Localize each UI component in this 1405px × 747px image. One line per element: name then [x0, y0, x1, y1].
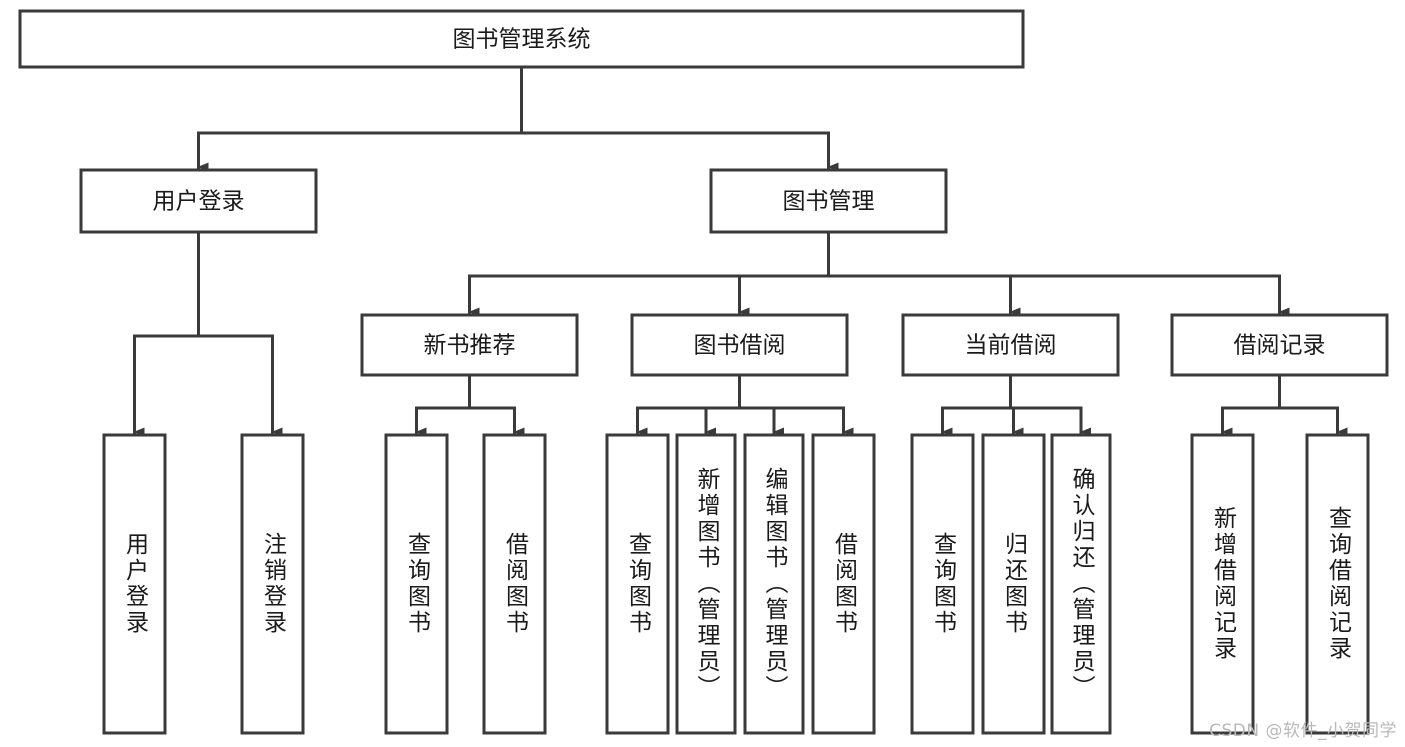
node-leaf-query-book-current[interactable]: 查询图书	[910, 433, 975, 735]
node-box-borrow-record	[1170, 313, 1389, 377]
node-label-leaf-return-book: 归还图书	[1001, 532, 1029, 636]
node-box-leaf-query-book-recommend	[384, 433, 449, 735]
node-leaf-add-borrow-record[interactable]: 新增借阅记录	[1190, 433, 1255, 735]
node-box-new-book-recommend	[360, 313, 579, 377]
node-borrow-record[interactable]: 借阅记录	[1170, 313, 1389, 377]
node-label-new-book-recommend: 新书推荐	[424, 333, 516, 359]
node-label-root: 图书管理系统	[453, 27, 591, 53]
node-book-borrow[interactable]: 图书借阅	[630, 313, 849, 377]
node-leaf-add-book-admin[interactable]: 新增图书（管理员）	[675, 433, 737, 735]
node-leaf-query-book-recommend[interactable]: 查询图书	[384, 433, 449, 735]
nodes-layer: 图书管理系统用户登录图书管理新书推荐图书借阅当前借阅借阅记录用户登录注销登录查询…	[18, 9, 1389, 735]
node-leaf-return-book[interactable]: 归还图书	[981, 433, 1046, 735]
node-box-book-borrow	[630, 313, 849, 377]
node-label-current-borrow: 当前借阅	[965, 333, 1057, 359]
node-label-leaf-borrow-book-recommend: 借阅图书	[502, 532, 530, 636]
node-root[interactable]: 图书管理系统	[18, 9, 1025, 69]
node-box-leaf-query-book-current	[910, 433, 975, 735]
node-box-current-borrow	[901, 313, 1120, 377]
node-box-leaf-borrow-book-recommend	[482, 433, 547, 735]
node-label-leaf-borrow-book: 借阅图书	[831, 532, 859, 636]
node-box-leaf-user-login	[102, 433, 167, 735]
node-box-leaf-return-book	[981, 433, 1046, 735]
node-label-book-borrow: 图书借阅	[694, 333, 786, 359]
node-new-book-recommend[interactable]: 新书推荐	[360, 313, 579, 377]
node-label-leaf-query-book-borrow: 查询图书	[625, 532, 653, 636]
node-label-leaf-user-login: 用户登录	[122, 532, 150, 636]
node-label-leaf-add-borrow-record: 新增借阅记录	[1210, 506, 1238, 662]
node-label-borrow-record: 借阅记录	[1234, 333, 1326, 359]
csdn-watermark: CSDN @软件_小贺同学	[1209, 721, 1397, 741]
node-box-root	[18, 9, 1025, 69]
node-box-leaf-borrow-book	[811, 433, 876, 735]
node-leaf-query-borrow-record[interactable]: 查询借阅记录	[1305, 433, 1370, 735]
node-user-login[interactable]: 用户登录	[79, 168, 318, 234]
node-box-leaf-add-book-admin	[675, 433, 737, 735]
node-box-leaf-edit-book-admin	[743, 433, 805, 735]
node-label-book-management: 图书管理	[783, 189, 875, 215]
node-box-leaf-add-borrow-record	[1190, 433, 1255, 735]
node-label-leaf-add-book-admin: 新增图书（管理员）	[693, 467, 721, 701]
node-label-user-login: 用户登录	[153, 189, 245, 215]
node-box-leaf-logout	[240, 433, 305, 735]
node-label-leaf-edit-book-admin: 编辑图书（管理员）	[761, 467, 789, 701]
node-label-leaf-query-book-recommend: 查询图书	[404, 532, 432, 636]
edges-layer	[133, 65, 1348, 437]
node-box-leaf-confirm-return-admin	[1050, 433, 1112, 735]
node-leaf-user-login[interactable]: 用户登录	[102, 433, 167, 735]
node-leaf-borrow-book[interactable]: 借阅图书	[811, 433, 876, 735]
node-label-leaf-confirm-return-admin: 确认归还（管理员）	[1068, 467, 1096, 701]
node-box-leaf-query-borrow-record	[1305, 433, 1370, 735]
node-current-borrow[interactable]: 当前借阅	[901, 313, 1120, 377]
node-leaf-edit-book-admin[interactable]: 编辑图书（管理员）	[743, 433, 805, 735]
node-label-leaf-logout: 注销登录	[260, 532, 288, 636]
node-leaf-confirm-return-admin[interactable]: 确认归还（管理员）	[1050, 433, 1112, 735]
node-box-user-login	[79, 168, 318, 234]
node-box-leaf-query-book-borrow	[605, 433, 670, 735]
node-leaf-borrow-book-recommend[interactable]: 借阅图书	[482, 433, 547, 735]
node-leaf-query-book-borrow[interactable]: 查询图书	[605, 433, 670, 735]
node-box-book-management	[709, 168, 948, 234]
node-book-management[interactable]: 图书管理	[709, 168, 948, 234]
node-label-leaf-query-book-current: 查询图书	[930, 532, 958, 636]
node-label-leaf-query-borrow-record: 查询借阅记录	[1325, 506, 1353, 662]
node-leaf-logout[interactable]: 注销登录	[240, 433, 305, 735]
